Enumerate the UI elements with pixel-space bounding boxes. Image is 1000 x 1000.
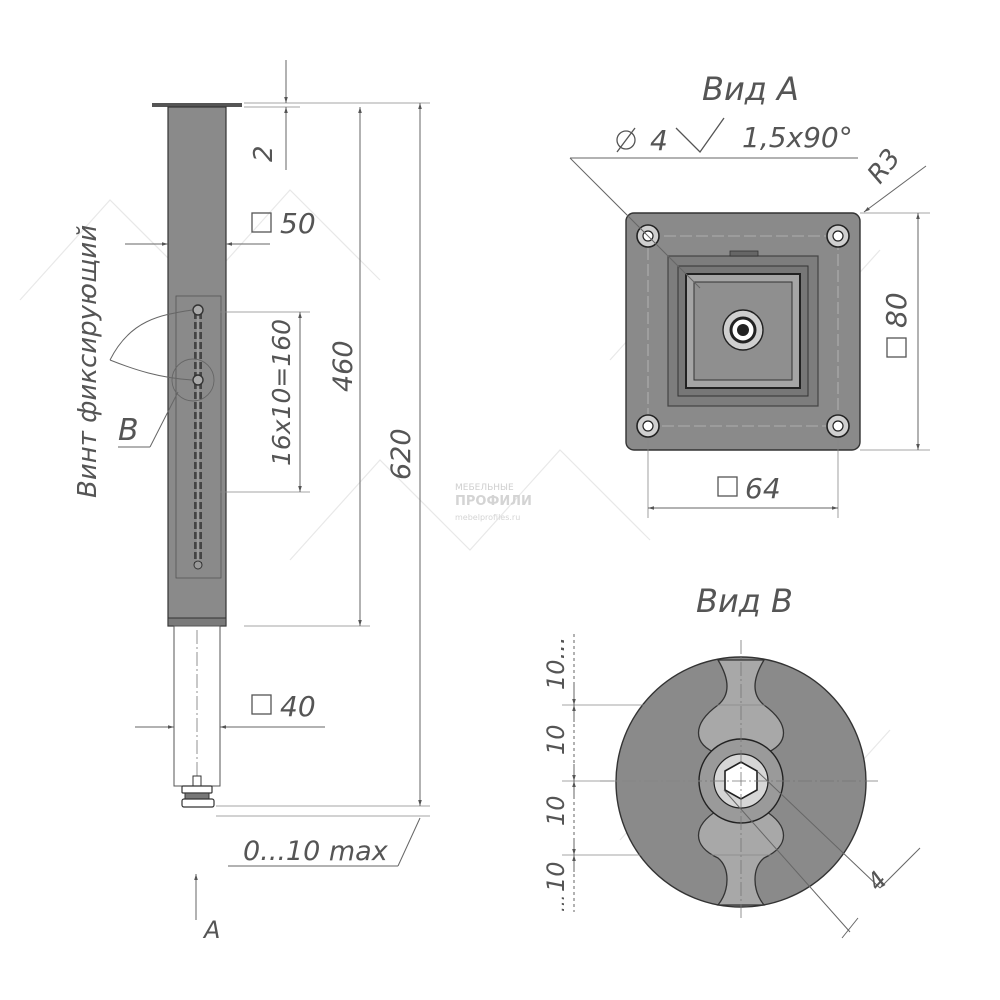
foot-nut — [181, 785, 213, 794]
fixing-screw-bottom — [192, 374, 204, 386]
view-b: Вид B 10... 10 10 10 ... 4 — [542, 582, 921, 939]
dim-pitch: 16x10=160 — [267, 319, 296, 466]
dim-b10-4: 10 — [542, 861, 570, 892]
mounting-plate — [152, 103, 242, 107]
diameter-symbol — [616, 130, 636, 150]
square-symbol-50 — [251, 212, 272, 233]
square-symbol-40 — [251, 694, 272, 715]
dim-b10-1: 10... — [542, 637, 570, 690]
dim-radius: R3 — [862, 144, 907, 190]
leg-side-view — [152, 103, 242, 808]
dim-b10-3: 10 — [542, 795, 570, 826]
slot-plate — [175, 295, 222, 579]
square-symbol-80 — [886, 337, 907, 358]
view-a: Вид A 4 1,5x90° R3 — [569, 70, 930, 518]
dim-b10-2: 10 — [542, 724, 570, 755]
watermark-line1: МЕБЕЛЬНЫЕ — [455, 483, 514, 493]
watermark-line3: mebelprofiles.ru — [455, 513, 520, 522]
dim-hex4: 4 — [862, 866, 893, 896]
view-b-title: Вид B — [696, 582, 793, 620]
tube-cap — [167, 617, 227, 627]
dim-sq50: 50 — [280, 207, 316, 240]
dim-620: 620 — [386, 428, 417, 480]
view-a-title: Вид A — [702, 70, 799, 108]
svg-text:...: ... — [548, 895, 569, 912]
dim-sq40: 40 — [280, 690, 316, 723]
callout-b-label: B — [118, 413, 139, 448]
detail-b-circle — [171, 358, 215, 402]
square-symbol-64 — [717, 476, 738, 497]
dim-460: 460 — [328, 340, 359, 392]
dim-chamfer: 1,5x90° — [742, 121, 853, 154]
dim-hole: 4 — [650, 124, 668, 157]
side-dimensions: 2 50 16x10=160 460 620 40 0... — [73, 60, 430, 944]
dim-sq80: 80 — [880, 292, 913, 328]
dim-adjust: 0...10 max — [243, 836, 389, 867]
foot-pad — [184, 792, 210, 800]
countersink-symbol — [675, 117, 725, 154]
screw-label: Винт фиксирующий — [73, 225, 103, 498]
arrow-a-label: A — [202, 916, 220, 944]
dim-top-gap: 2 — [249, 145, 279, 162]
fixing-screw-top — [192, 304, 204, 316]
dim-sq64: 64 — [745, 472, 781, 505]
watermark-line2: ПРОФИЛИ — [455, 494, 532, 509]
